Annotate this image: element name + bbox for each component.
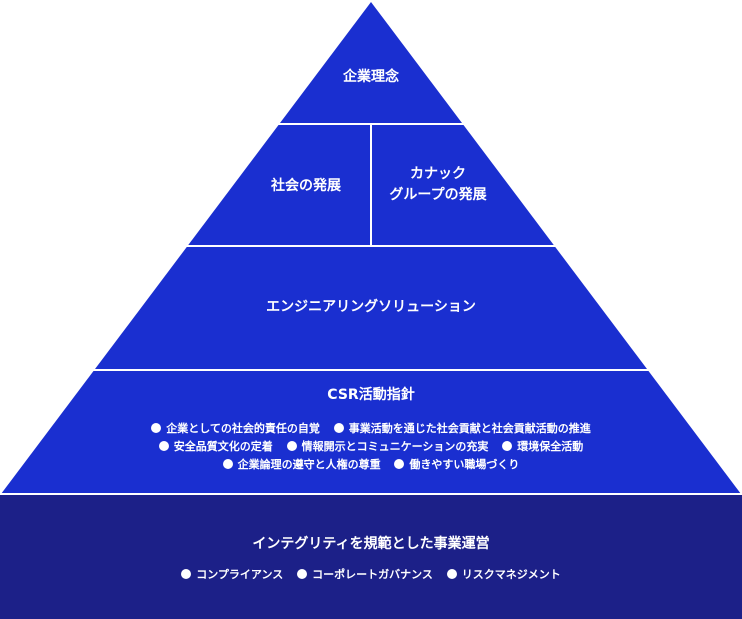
list-item-label: 企業論理の遵守と人権の尊重 [237,458,381,471]
tier2-left-label: 社会の発展 [271,178,341,194]
base-title: インテグリティを規範とした事業運営 [252,536,490,552]
csr-guidelines-row-1: 企業としての社会的責任の自覚 事業活動を通じた社会貢献と社会貢献活動の推進 [0,420,742,438]
bullet-dot-icon [297,569,308,579]
list-item: 安全品質文化の定着 [158,438,273,456]
list-item: コーポレートガバナンス [297,566,433,584]
list-item: 働きやすい職場づくり [394,456,519,474]
base-band [0,494,742,619]
tier2-right-label-line-1: カナック [409,166,466,182]
csr-guidelines-list: 企業としての社会的責任の自覚 事業活動を通じた社会貢献と社会貢献活動の推進 安全… [0,420,742,474]
bullet-dot-icon [394,459,405,469]
list-item: 企業論理の遵守と人権の尊重 [222,456,381,474]
list-item-label: リスクマネジメント [461,568,561,581]
list-item-label: 情報開示とコミュニケーションの充実 [301,440,489,453]
list-item: コンプライアンス [181,566,283,584]
csr-guidelines-row-2: 安全品質文化の定着 情報開示とコミュニケーションの充実 環境保全活動 [0,438,742,456]
csr-guidelines-row-3: 企業論理の遵守と人権の尊重 働きやすい職場づくり [0,456,742,474]
tier1-label: 企業理念 [343,69,399,85]
bullet-dot-icon [151,423,162,433]
tier3-label: エンジニアリングソリューション [266,299,476,315]
list-item-label: 働きやすい職場づくり [409,458,520,471]
base-principles-list: コンプライアンス コーポレートガバナンス リスクマネジメント [0,566,742,584]
base-principles-row: コンプライアンス コーポレートガバナンス リスクマネジメント [0,566,742,584]
bullet-dot-icon [222,459,233,469]
bullet-dot-icon [333,423,344,433]
list-item: 企業としての社会的責任の自覚 [151,420,320,438]
list-item: リスクマネジメント [446,566,561,584]
list-item-label: 環境保全活動 [517,440,584,453]
bullet-dot-icon [158,441,169,451]
bullet-dot-icon [446,569,457,579]
tier4-title: CSR活動指針 [327,387,415,403]
bullet-dot-icon [181,569,192,579]
list-item-label: 事業活動を通じた社会貢献と社会貢献活動の推進 [348,422,591,435]
bullet-dot-icon [502,441,513,451]
list-item: 事業活動を通じた社会貢献と社会貢献活動の推進 [333,420,591,438]
list-item-label: 安全品質文化の定着 [173,440,273,453]
list-item: 環境保全活動 [502,438,583,456]
tier2-right-label-line-2: グループの発展 [389,187,487,203]
bullet-dot-icon [286,441,297,451]
list-item-label: 企業としての社会的責任の自覚 [166,422,320,435]
list-item-label: コーポレートガバナンス [312,568,433,581]
tier2-right-label: カナック グループの発展 [389,164,486,206]
list-item: 情報開示とコミュニケーションの充実 [286,438,489,456]
list-item-label: コンプライアンス [196,568,284,581]
